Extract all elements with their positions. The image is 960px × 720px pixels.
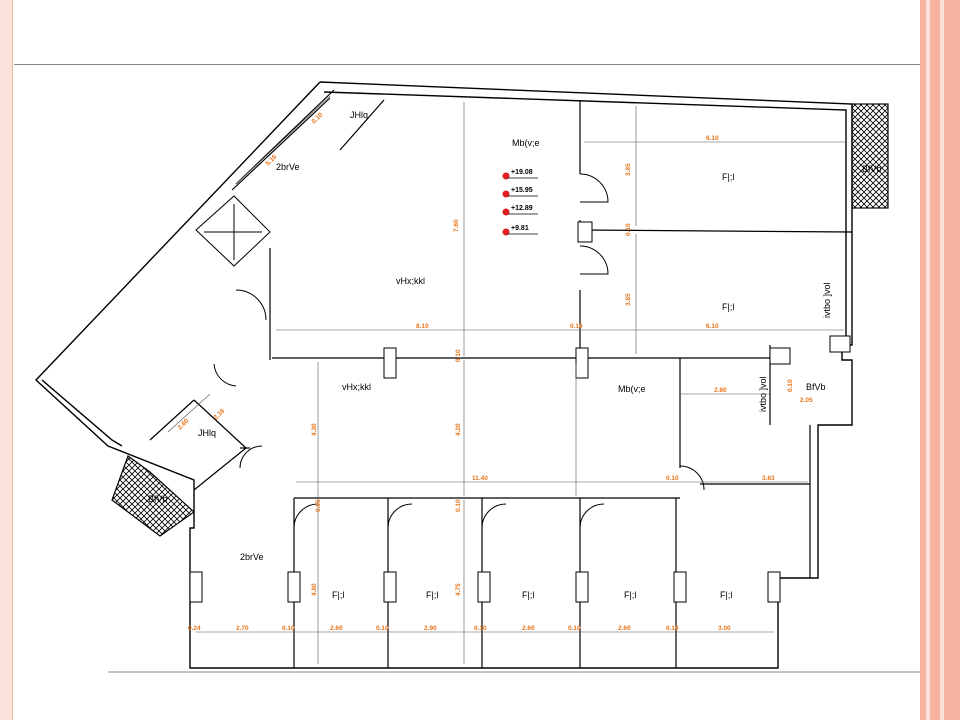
dimension-label: 0.10 [282,625,295,632]
room-label-office-right-1: F|;l [722,172,734,182]
level-markers: +19.08 +15.95 +12.89 +9.81 [502,169,538,236]
room-label-stairs-top: JHlq [350,110,368,120]
room-label-office-4: F|;l [624,590,636,600]
level-label: +12.89 [511,205,533,212]
room-label-entrance: BfVb [806,382,826,392]
dimension-lines [167,95,846,664]
dimension-labels: 0.10 5.16 7.60 6.10 3.85 0.10 3.85 8.10 … [176,111,813,632]
dimension-label: 2.60 [176,417,190,431]
dimension-label: 0.10 [474,625,487,632]
room-label-wc-right: BfVb [862,164,882,174]
room-label-office-2: F|;l [426,590,438,600]
room-label-stairs-bottom: JHlq [198,428,216,438]
dimension-label: 2.70 [236,625,249,632]
dimension-label: 4.30 [311,423,318,436]
columns [189,221,851,603]
dimension-label: 0.24 [188,625,201,632]
room-label-vertical-1: ivtbo ]vol [822,282,832,318]
slide-left-border [0,0,13,720]
dimension-label: 3.85 [625,293,632,306]
dimension-label: 2.80 [714,387,727,394]
slide-right-border [920,0,960,720]
dimension-label: 0.10 [625,223,632,236]
border-stripe [940,0,944,720]
room-label-office-right-2: F|;l [722,302,734,312]
border-stripe [926,0,930,720]
level-label: +15.95 [511,187,533,194]
dimension-label: 4.20 [455,423,462,436]
dimension-label: 2.60 [522,625,535,632]
dimension-label: 11.40 [472,475,488,482]
dimension-label: 8.10 [416,323,429,330]
room-label-main-hall: vHx;kkl [396,276,425,286]
dimension-label: 0.10 [666,625,679,632]
dimension-label: 0.10 [455,499,462,512]
title-rule [14,64,920,65]
dimension-label: 4.75 [455,583,462,596]
elevator-shaft [195,195,271,267]
dimension-label: 3.85 [625,163,632,176]
dimension-label: 0.10 [376,625,389,632]
room-label-wc-bottom: BfVb [148,494,168,504]
hatched-shaft-top [851,103,889,209]
outer-walls [35,81,853,669]
level-label: +9.81 [511,225,529,232]
dimension-label: 3.00 [718,625,731,632]
room-label-office-1: F|;l [332,590,344,600]
dimension-label: 0.10 [310,111,324,125]
room-label-lower-hall: vHx;kkl [342,382,371,392]
room-label-corridor-top: 2brVe [276,162,300,172]
dimension-label: 0.10 [455,349,462,362]
dimension-label: 7.60 [453,219,460,232]
room-label-office-5: F|;l [720,590,732,600]
dimension-label: 0.10 [666,475,679,482]
level-label: +19.08 [511,169,533,176]
dimension-label: 2.90 [424,625,437,632]
room-label-office-3: F|;l [522,590,534,600]
dimension-label: 2.60 [330,625,343,632]
interior-walls [149,89,853,668]
dimension-label: 3.83 [762,475,775,482]
hatched-shaft-bottom [111,455,195,537]
dimension-label: 6.10 [706,323,719,330]
room-label-vertical-2: ivtbo ]vol [758,376,768,412]
dimension-label: 0.10 [568,625,581,632]
room-label-hall-top: Mb(v;e [512,138,540,148]
dimension-label: 6.10 [706,135,719,142]
door-swings [213,173,705,529]
room-label-lower-hall-right: Mb(v;e [618,384,646,394]
dimension-label: 0.05 [315,499,322,512]
dimension-label: 2.60 [618,625,631,632]
room-label-corridor-bottom: 2brVe [240,552,264,562]
dimension-label: 4.80 [311,583,318,596]
room-labels: JHlq 2brVe Mb(v;e vHx;kkl F|;l F|;l BfVb… [148,110,882,600]
dimension-label: 0.10 [787,379,794,392]
dimension-label: 0.10 [570,323,583,330]
dimension-label: 2.16 [212,407,226,421]
dimension-label: 2.05 [800,397,813,404]
